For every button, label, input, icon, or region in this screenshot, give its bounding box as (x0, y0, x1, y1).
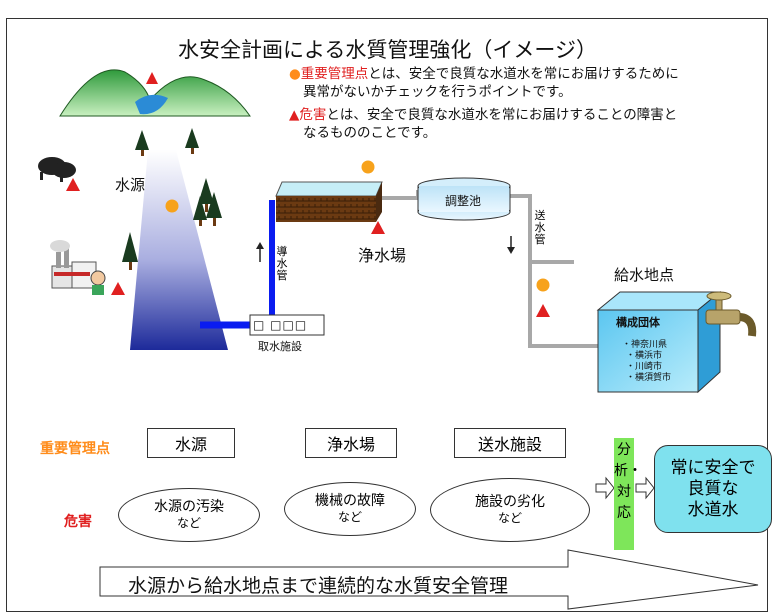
reservoir-tank-icon (417, 177, 511, 221)
member-list: ・神奈川県 ・横浜市 ・川崎市 ・横須賀市 (622, 340, 671, 384)
result-line: 常に安全で (670, 457, 756, 478)
hazard-marker-factory (111, 282, 125, 295)
analysis-arrows (595, 476, 655, 500)
reservoir-label: 調整池 (445, 194, 482, 208)
ccp-marker-source (165, 199, 179, 213)
ccp-marker: ● (289, 66, 301, 82)
up-arrow-icon (256, 242, 264, 262)
hazard-definition: とは、安全で良質な水道水を常にお届けすることの障害と (326, 107, 678, 123)
analysis-response-box: 分析・対応 (614, 438, 642, 550)
ccp-marker-transmission (536, 278, 550, 292)
continuous-management-arrow (99, 549, 759, 610)
factory-icon (50, 240, 106, 295)
transmission-pipe-label: 送水管 (534, 209, 546, 246)
ccp-row-label: 重要管理点 (40, 441, 110, 457)
ccp-box-plant: 浄水場 (305, 428, 397, 458)
river-icon (130, 150, 228, 350)
hazard-sub: など (497, 511, 522, 525)
member-item: ・川崎市 (626, 362, 663, 372)
purification-plant-label: 浄水場 (358, 246, 407, 265)
legend-ccp-line: ●重要管理点とは、安全で良質な水道水を常にお届けするために (289, 66, 679, 83)
hazard-marker-transmission (536, 304, 550, 317)
water-source-label: 水源 (115, 176, 146, 194)
mountains-icon (59, 69, 251, 117)
ccp-marker-plant (361, 160, 375, 174)
intake-facility-label: 取水施設 (258, 340, 302, 353)
hazard-definition-cont: なるもののことです。 (303, 125, 437, 141)
hazard-sub: など (176, 516, 201, 530)
safe-water-result-box: 常に安全で 良質な 水道水 (654, 445, 772, 533)
result-line: 水道水 (687, 499, 739, 520)
ccp-term: 重要管理点 (300, 66, 369, 82)
livestock-icon (38, 157, 76, 182)
supply-pipe (528, 262, 606, 348)
intake-facility-icon (249, 314, 325, 336)
hazard-marker: ▲ (289, 107, 300, 123)
ccp-box-transmission: 送水施設 (454, 428, 566, 458)
hazard-marker-livestock (66, 178, 80, 191)
purification-plant-icon (275, 181, 383, 222)
hazard-main: 機械の故障 (315, 493, 385, 509)
member-item: ・横須賀市 (626, 373, 672, 383)
hazard-term: 危害 (299, 107, 327, 123)
supply-point-label: 給水地点 (614, 266, 675, 284)
hazard-marker-plant (371, 221, 385, 234)
result-line: 良質な (687, 478, 739, 499)
faucet-icon (705, 291, 757, 337)
conveyance-pipe-label: 導水管 (276, 245, 288, 282)
ccp-box-source: 水源 (147, 428, 235, 458)
member-item: ・横浜市 (626, 351, 663, 361)
hazard-sub: など (337, 510, 362, 524)
hazard-oval-plant: 機械の故障 など (284, 482, 416, 536)
hazard-marker-mountain (146, 72, 158, 84)
intake-facility-windows: □ □□□ (253, 318, 308, 332)
hazard-oval-transmission: 施設の劣化 など (430, 478, 590, 542)
transmission-pipe (510, 194, 574, 264)
banner-text: 水源から給水地点まで連続的な水質安全管理 (128, 575, 509, 597)
plant-to-reservoir-pipe (382, 190, 420, 200)
diagram-frame (6, 18, 768, 612)
tree-icons (122, 128, 222, 270)
legend-hazard-line: ▲危害とは、安全で良質な水道水を常にお届けすることの障害と (289, 107, 677, 124)
hazard-oval-source: 水源の汚染 など (118, 488, 260, 542)
down-arrow-icon (507, 236, 515, 254)
hazard-main: 水源の汚染 (154, 499, 224, 515)
hazard-row-label: 危害 (64, 514, 92, 530)
member-item: ・神奈川県 (622, 340, 668, 350)
ccp-definition-cont: 異常がないかチェックを行うポイントです。 (303, 84, 572, 100)
member-group-label: 構成団体 (616, 316, 660, 329)
diagram-title: 水安全計画による水質管理強化（イメージ） (178, 38, 597, 62)
ccp-definition: とは、安全で良質な水道水を常にお届けするために (368, 66, 679, 82)
hazard-main: 施設の劣化 (475, 494, 545, 510)
supply-point-icon (596, 290, 722, 394)
